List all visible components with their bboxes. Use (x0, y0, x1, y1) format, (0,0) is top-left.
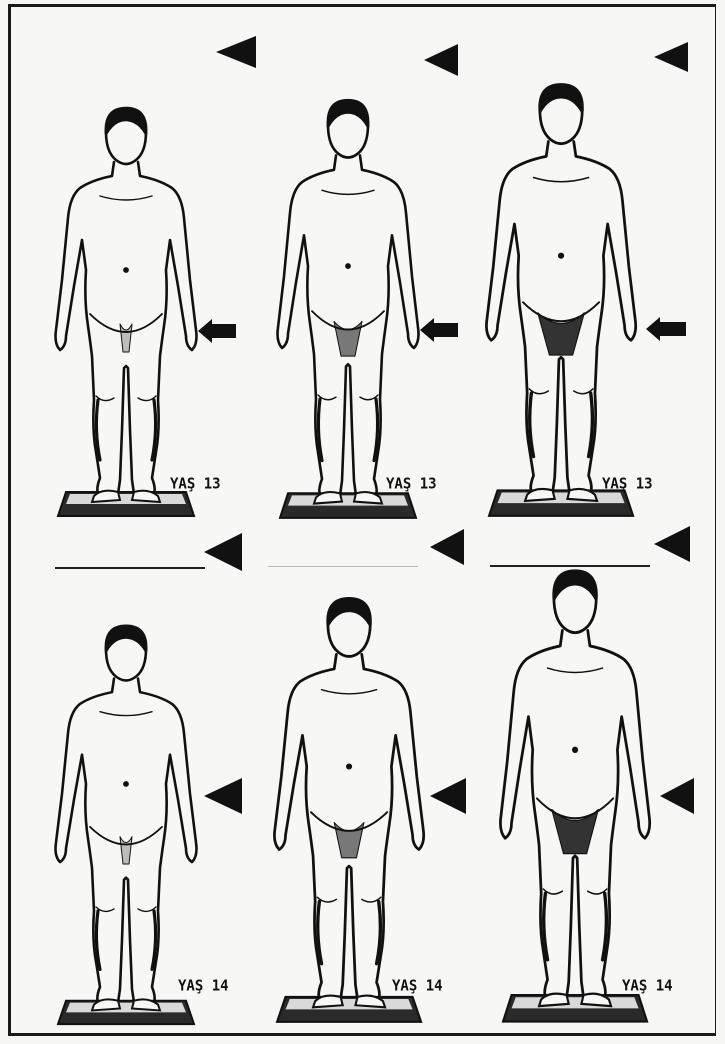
standing-figure (40, 618, 210, 1028)
age-label: YAŞ 14 (622, 977, 673, 995)
triangle-arrow-left-icon (430, 527, 466, 567)
triangle-arrow-left-icon (204, 776, 244, 816)
triangle-arrow-left-icon (424, 42, 460, 78)
triangle-arrow-left-icon (216, 34, 258, 70)
triangle-arrow-left-icon (654, 524, 692, 564)
age-label: YAŞ 13 (386, 475, 437, 493)
row-divider-left (55, 567, 205, 569)
standing-figure (40, 100, 210, 520)
triangle-arrow-left-icon (654, 40, 690, 74)
age-label: YAŞ 13 (602, 475, 653, 493)
age-label: YAŞ 14 (392, 977, 443, 995)
triangle-arrow-left-icon (204, 531, 244, 573)
block-arrow-left-icon (646, 314, 688, 344)
standing-figure (262, 92, 432, 522)
row-divider-middle (268, 566, 418, 567)
age-label: YAŞ 14 (178, 977, 229, 995)
age-label: YAŞ 13 (170, 475, 221, 493)
standing-figure (258, 590, 438, 1026)
standing-figure (484, 562, 664, 1026)
standing-figure (470, 76, 650, 520)
triangle-arrow-left-icon (660, 776, 696, 816)
